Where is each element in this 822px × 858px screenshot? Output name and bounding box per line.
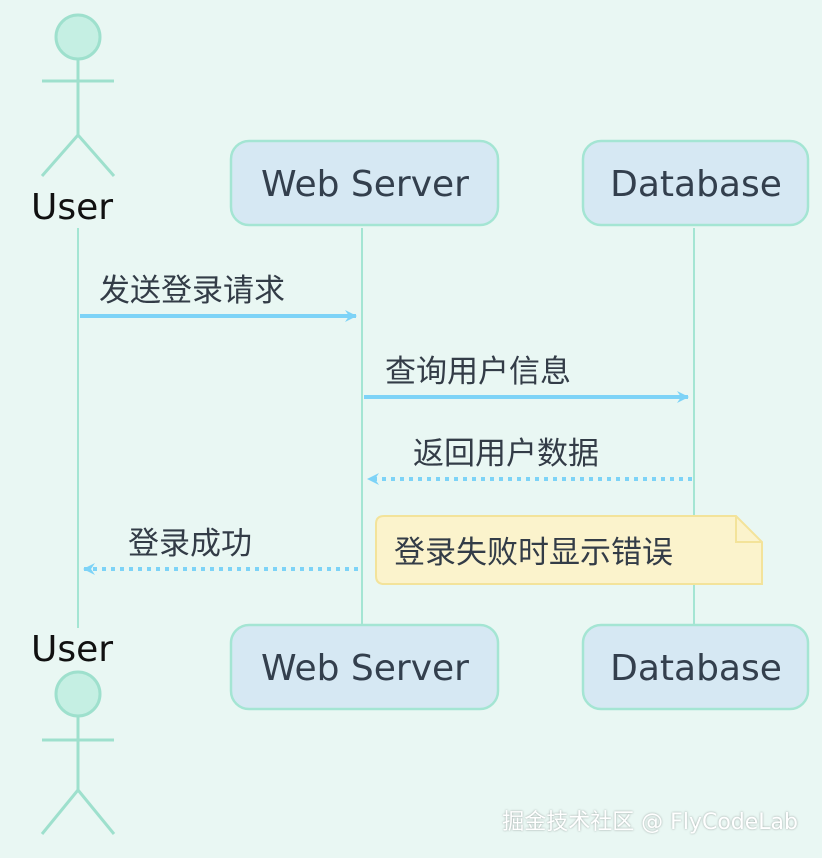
message-2-label: 查询用户信息 (385, 354, 571, 390)
participant-web-server-top (229, 139, 500, 227)
participant-database-top-label: Database (610, 164, 782, 205)
actor-user-top-label: User (31, 187, 113, 228)
participant-web-server-top-label: Web Server (261, 164, 469, 205)
message-4-label: 登录成功 (128, 526, 252, 562)
watermark: 掘金技术社区 @ FlyCodeLab (502, 810, 798, 835)
participant-web-server-bottom-label: Web Server (261, 648, 469, 689)
participant-database-bottom-label: Database (610, 648, 782, 689)
participant-database-bottom (581, 623, 810, 711)
note (375, 515, 763, 585)
actor-head (54, 13, 102, 61)
actor-user-bottom (40, 670, 116, 835)
actor-user-bottom-label: User (31, 629, 113, 670)
actor-user-top (40, 13, 116, 177)
participant-web-server-bottom (229, 623, 500, 711)
note-label: 登录失败时显示错误 (394, 535, 673, 571)
message-1-label: 发送登录请求 (99, 273, 285, 309)
actor-head (54, 670, 102, 718)
participant-database-top (581, 139, 810, 227)
message-3-label: 返回用户数据 (413, 436, 599, 472)
